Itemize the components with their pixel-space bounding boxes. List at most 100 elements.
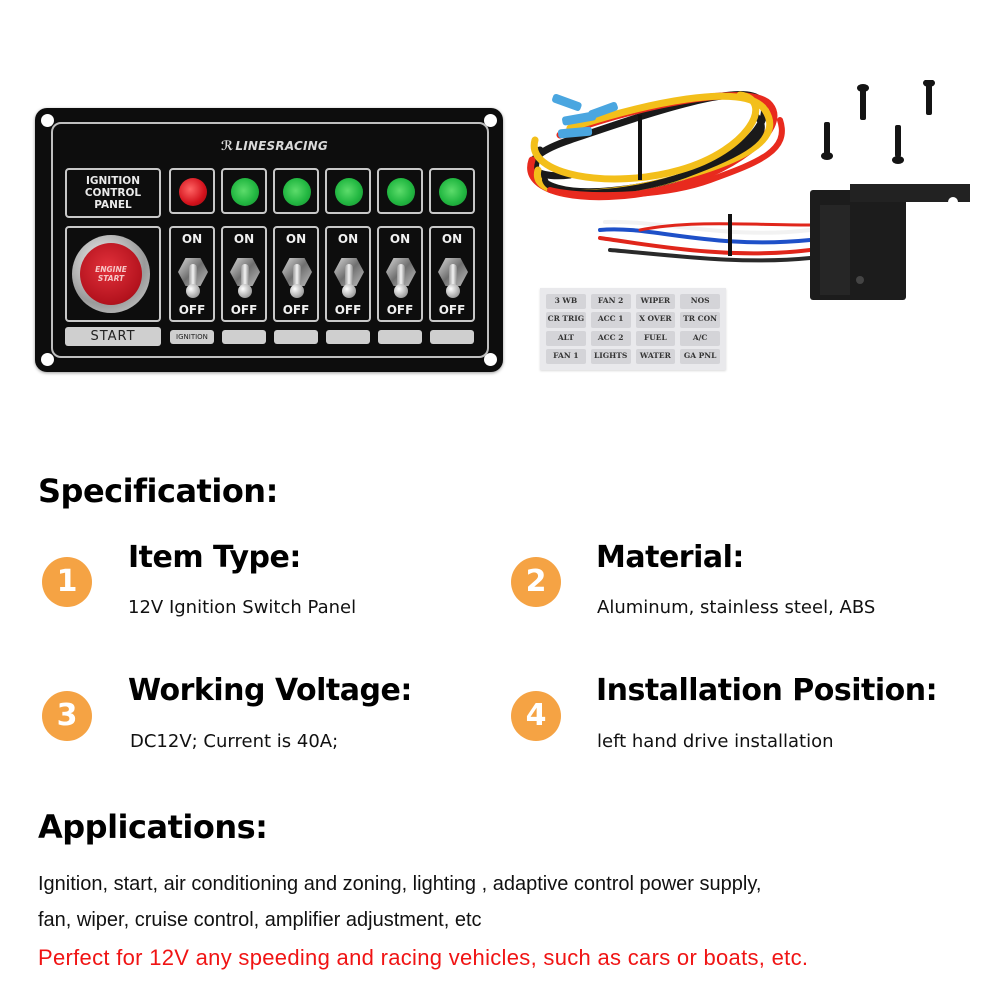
off-label: OFF bbox=[230, 303, 258, 317]
indicator-light-box bbox=[273, 168, 319, 214]
indicator-light-box bbox=[377, 168, 423, 214]
toggle-switch-tip bbox=[342, 284, 356, 298]
applications-note: Perfect for 12V any speeding and racing … bbox=[38, 945, 809, 970]
panel-title-line: IGNITION bbox=[85, 175, 140, 187]
applications-line: fan, wiper, cruise control, amplifier ad… bbox=[38, 909, 482, 931]
on-label: ON bbox=[389, 232, 411, 246]
toggle-switch-tip bbox=[186, 284, 200, 298]
red-indicator-light bbox=[179, 178, 207, 206]
toggle-switch-box: ON OFF bbox=[377, 226, 423, 322]
switch-label-plate bbox=[326, 330, 370, 344]
switch-label-plate bbox=[378, 330, 422, 344]
sticker-label: ACC 1 bbox=[590, 312, 631, 328]
sticker-label: X OVER bbox=[635, 312, 676, 328]
toggle-switch-tip bbox=[394, 284, 408, 298]
off-label: OFF bbox=[282, 303, 310, 317]
green-indicator-light bbox=[335, 178, 363, 206]
accessories-photo bbox=[527, 80, 970, 300]
applications-description: Ignition, start, air conditioning and zo… bbox=[38, 866, 968, 938]
toggle-switch-box: ON OFF bbox=[221, 226, 267, 322]
applications-heading: Applications: bbox=[38, 808, 268, 846]
switch-label-plate bbox=[430, 330, 474, 344]
engine-start-box: ENGINE START bbox=[65, 226, 161, 322]
spec-title-item-type: Item Type: bbox=[128, 540, 307, 575]
indicator-light-box bbox=[221, 168, 267, 214]
off-label: OFF bbox=[386, 303, 414, 317]
sticker-label: 3 WB bbox=[546, 294, 586, 310]
toggle-switch-tip bbox=[238, 284, 252, 298]
switch-label-plate bbox=[222, 330, 266, 344]
engine-start-button: ENGINE START bbox=[72, 235, 150, 313]
switch-label-plate: IGNITION bbox=[170, 330, 214, 344]
toggle-switch-box: ON OFF bbox=[325, 226, 371, 322]
panel-title-line: PANEL bbox=[94, 199, 132, 211]
cable-tie-icon bbox=[728, 214, 732, 256]
sticker-label: LIGHTS bbox=[590, 348, 631, 364]
title-highlight: Installation Position: bbox=[596, 673, 944, 708]
number-badge-4: 4 bbox=[511, 691, 561, 741]
sticker-label: GA PNL bbox=[680, 348, 720, 364]
title-highlight: Material: bbox=[596, 540, 750, 575]
sticker-label: NOS bbox=[680, 294, 720, 310]
off-label: OFF bbox=[334, 303, 362, 317]
spade-connector-icon bbox=[552, 93, 618, 139]
toggle-switch-lever bbox=[241, 264, 249, 290]
spec-value-installation-position: left hand drive installation bbox=[597, 731, 834, 752]
relay-icon bbox=[810, 184, 970, 300]
spec-title-installation-position: Installation Position: bbox=[596, 673, 944, 708]
screw-icon bbox=[821, 80, 935, 164]
spec-title-text: Material: bbox=[596, 540, 744, 575]
start-button-text: START bbox=[97, 274, 125, 283]
engine-start-button-face: ENGINE START bbox=[80, 243, 142, 305]
title-highlight: Item Type: bbox=[128, 540, 307, 575]
spec-title-text: Working Voltage: bbox=[128, 673, 412, 708]
number-badge-2: 2 bbox=[511, 557, 561, 607]
applications-line: Ignition, start, air conditioning and zo… bbox=[38, 873, 762, 895]
indicator-light-box bbox=[169, 168, 215, 214]
toggle-switch-box: ON OFF bbox=[169, 226, 215, 322]
brand-mark-icon: ℛ bbox=[221, 139, 234, 154]
sticker-label: TR CON bbox=[680, 312, 720, 328]
spec-title-text: Installation Position: bbox=[596, 673, 938, 708]
sticker-label: FAN 2 bbox=[590, 294, 631, 310]
mount-hole bbox=[484, 353, 497, 366]
switch-label-plate bbox=[274, 330, 318, 344]
toggle-switch-tip bbox=[446, 284, 460, 298]
green-indicator-light bbox=[283, 178, 311, 206]
green-indicator-light bbox=[387, 178, 415, 206]
spec-title-text: Item Type: bbox=[128, 540, 301, 575]
toggle-switch-box: ON OFF bbox=[273, 226, 319, 322]
spec-value-item-type: 12V Ignition Switch Panel bbox=[128, 597, 357, 618]
on-label: ON bbox=[285, 232, 307, 246]
mount-hole bbox=[484, 114, 497, 127]
on-label: ON bbox=[233, 232, 255, 246]
toggle-switch-lever bbox=[397, 264, 405, 290]
start-label-plate: START bbox=[65, 327, 161, 346]
spec-title-material: Material: bbox=[596, 540, 750, 575]
sticker-label: ALT bbox=[546, 330, 586, 346]
mount-hole bbox=[41, 353, 54, 366]
toggle-switch-box: ON OFF bbox=[429, 226, 475, 322]
sticker-label: CR TRIG bbox=[546, 312, 586, 328]
toggle-switch-tip bbox=[290, 284, 304, 298]
relay-harness-icon bbox=[598, 219, 812, 263]
mount-hole bbox=[41, 114, 54, 127]
spec-value-working-voltage: DC12V; Current is 40A; bbox=[130, 731, 339, 752]
on-label: ON bbox=[337, 232, 359, 246]
toggle-switch-lever bbox=[449, 264, 457, 290]
label-sticker-sheet: 3 WB FAN 2 WIPER NOS CR TRIG ACC 1 X OVE… bbox=[540, 288, 726, 370]
sticker-label: A/C bbox=[680, 330, 720, 346]
indicator-light-box bbox=[325, 168, 371, 214]
toggle-switch-lever bbox=[189, 264, 197, 290]
on-label: ON bbox=[441, 232, 463, 246]
sticker-label: ACC 2 bbox=[590, 330, 631, 346]
spec-value-material: Aluminum, stainless steel, ABS bbox=[597, 597, 876, 618]
number-badge-3: 3 bbox=[42, 691, 92, 741]
panel-frame bbox=[51, 122, 489, 358]
wire-harness-icon bbox=[527, 91, 785, 201]
off-label: OFF bbox=[438, 303, 466, 317]
green-indicator-light bbox=[439, 178, 467, 206]
off-label: OFF bbox=[178, 303, 206, 317]
